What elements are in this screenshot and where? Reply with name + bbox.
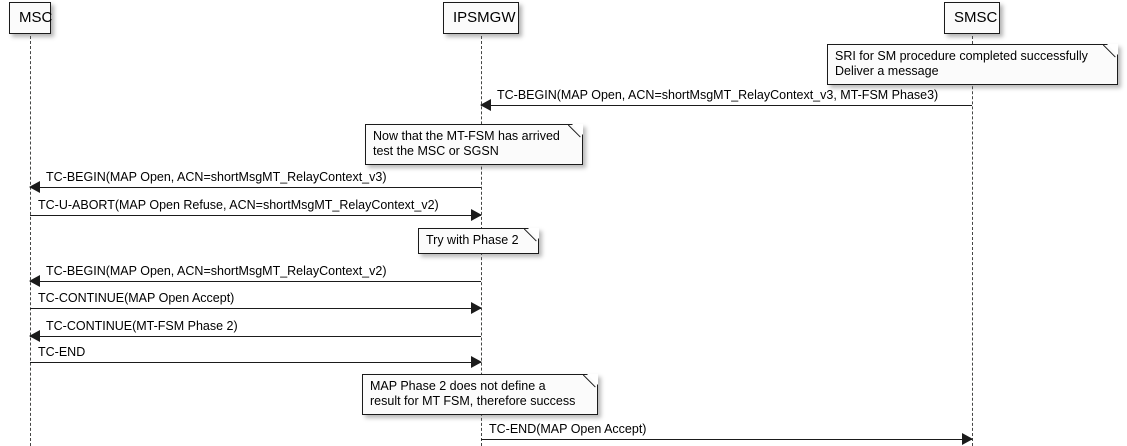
message-arrow: TC-CONTINUE(MAP Open Accept) — [30, 291, 482, 314]
arrowhead-icon — [29, 275, 40, 287]
arrowhead-icon — [471, 356, 482, 368]
lifeline-smsc — [972, 36, 973, 446]
arrowhead-icon — [480, 99, 491, 111]
arrowhead-icon — [471, 209, 482, 221]
arrowhead-icon — [29, 181, 40, 193]
message-arrow: TC-BEGIN(MAP Open, ACN=shortMsgMT_RelayC… — [29, 170, 481, 193]
note-text: Now that the MT-FSM has arrived test the… — [373, 129, 560, 158]
message-line — [481, 105, 972, 106]
message-label: TC-BEGIN(MAP Open, ACN=shortMsgMT_RelayC… — [497, 88, 939, 102]
note-fold-corner-icon — [572, 124, 583, 135]
lifeline-msc — [30, 36, 31, 446]
note-mt-fsm-arrived: Now that the MT-FSM has arrived test the… — [365, 124, 583, 165]
message-line — [30, 336, 481, 337]
participant-ipsmgw[interactable]: IPSMGW — [443, 2, 519, 34]
message-label: TC-CONTINUE(MT-FSM Phase 2) — [46, 319, 238, 333]
arrowhead-icon — [962, 433, 973, 445]
message-line — [481, 439, 972, 440]
note-map-phase-2-result: MAP Phase 2 does not define a result for… — [362, 374, 598, 415]
note-text: Try with Phase 2 — [426, 233, 519, 247]
message-arrow: TC-U-ABORT(MAP Open Refuse, ACN=shortMsg… — [30, 198, 482, 221]
note-fold-corner-icon — [528, 228, 539, 239]
message-line — [30, 215, 481, 216]
note-fold-corner-icon — [1107, 44, 1118, 55]
message-line — [30, 362, 481, 363]
participant-msc[interactable]: MSC — [9, 2, 52, 34]
participant-smsc[interactable]: SMSC — [944, 2, 1000, 34]
message-line — [30, 308, 481, 309]
message-arrow: TC-BEGIN(MAP Open, ACN=shortMsgMT_RelayC… — [29, 264, 481, 287]
note-text: MAP Phase 2 does not define a result for… — [370, 379, 576, 408]
arrowhead-icon — [471, 302, 482, 314]
message-label: TC-CONTINUE(MAP Open Accept) — [38, 291, 235, 305]
message-label: TC-BEGIN(MAP Open, ACN=shortMsgMT_RelayC… — [46, 264, 387, 278]
message-arrow: TC-END — [30, 345, 482, 368]
note-try-phase-2: Try with Phase 2 — [418, 228, 539, 254]
message-line — [30, 187, 481, 188]
note-fold-corner-icon — [587, 374, 598, 385]
message-arrow: TC-END(MAP Open Accept) — [481, 422, 973, 445]
message-arrow: TC-CONTINUE(MT-FSM Phase 2) — [29, 319, 481, 342]
message-line — [30, 281, 481, 282]
note-sri-completed: SRI for SM procedure completed successfu… — [827, 44, 1118, 85]
message-label: TC-U-ABORT(MAP Open Refuse, ACN=shortMsg… — [38, 198, 439, 212]
message-label: TC-END(MAP Open Accept) — [489, 422, 647, 436]
message-label: TC-BEGIN(MAP Open, ACN=shortMsgMT_RelayC… — [46, 170, 387, 184]
message-arrow: TC-BEGIN(MAP Open, ACN=shortMsgMT_RelayC… — [480, 88, 972, 111]
arrowhead-icon — [29, 330, 40, 342]
message-label: TC-END — [38, 345, 86, 359]
note-text: SRI for SM procedure completed successfu… — [835, 49, 1088, 78]
